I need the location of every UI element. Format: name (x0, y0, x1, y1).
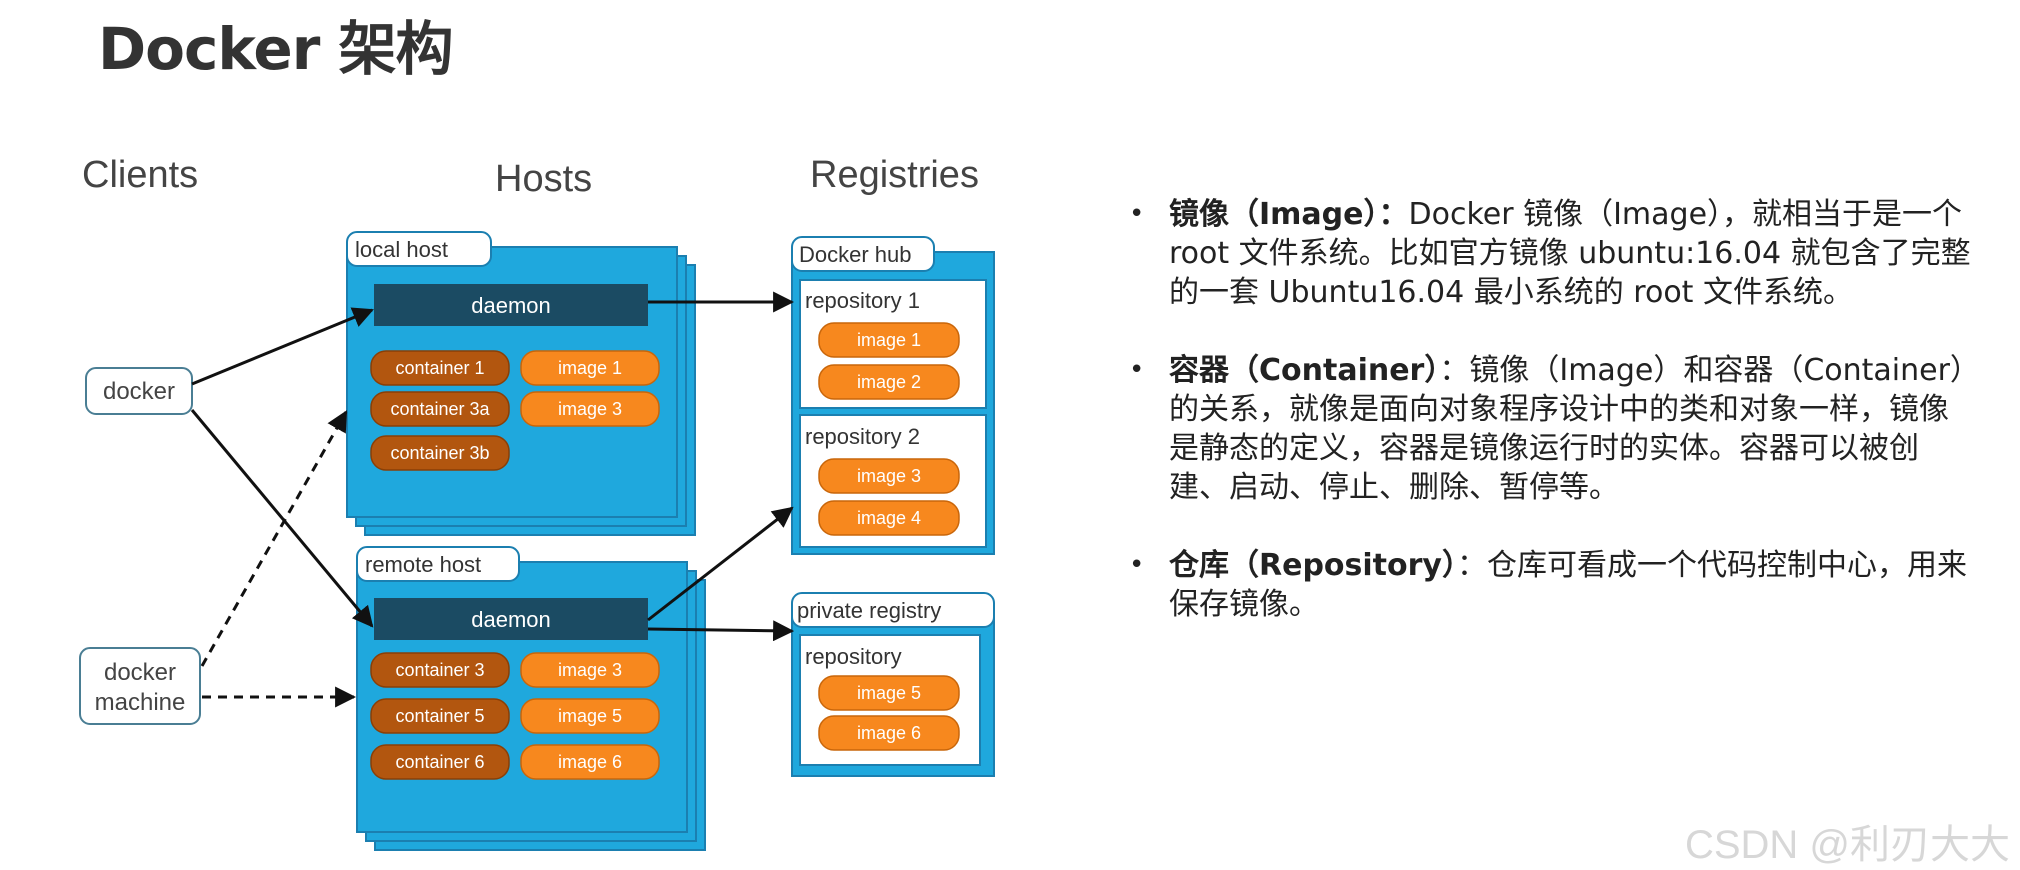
remote-container-6-label: container 6 (395, 752, 484, 772)
arrow-remote-daemon-to-hub (647, 506, 794, 622)
local-image-1-label: image 1 (558, 358, 622, 378)
docker-machine-label-line2: machine (95, 689, 186, 716)
remote-image-6-label: image 6 (558, 752, 622, 772)
arrow-machine-to-local-host (200, 410, 348, 667)
bullet-repository-text: ：仓库可看成一个代码控制中心，用来保存镜像。 (1169, 548, 1967, 622)
docker-client-label: docker (103, 378, 175, 405)
concept-list: • 镜像（Image）：Docker 镜像（Image），就相当于是一个 roo… (1125, 195, 1975, 663)
private-image-6: image 6 (818, 715, 960, 751)
bullet-image: • 镜像（Image）：Docker 镜像（Image），就相当于是一个 roo… (1125, 195, 1975, 312)
hub-image-1-label: image 1 (857, 330, 921, 350)
remote-image-5: image 5 (520, 698, 660, 734)
remote-container-6: container 6 (370, 744, 510, 780)
remote-host-tab (356, 546, 520, 582)
arrow-docker-to-local-daemon (191, 307, 374, 386)
bullet-image-text: Docker 镜像（Image），就相当于是一个 root 文件系统。比如官方镜… (1169, 197, 1971, 310)
hub-image-2: image 2 (818, 364, 960, 400)
private-image-5-label: image 5 (857, 683, 921, 703)
repository-2-label: repository 2 (805, 424, 920, 449)
docker-hub-label: Docker hub (799, 242, 912, 267)
docker-machine-client: docker machine (79, 647, 201, 725)
private-registry-tab (791, 592, 995, 628)
private-image-5: image 5 (818, 675, 960, 711)
hub-image-3-label: image 3 (857, 466, 921, 486)
private-image-6-label: image 6 (857, 723, 921, 743)
docker-architecture-diagram: Clients Hosts Registries local host daem… (79, 154, 995, 851)
remote-image-5-label: image 5 (558, 706, 622, 726)
bullet-repository: • 仓库（Repository）：仓库可看成一个代码控制中心，用来保存镜像。 (1125, 546, 1975, 624)
bullet-dot: • (1129, 199, 1145, 229)
remote-daemon-label: daemon (471, 607, 551, 632)
bullet-container-term: 容器（Container） (1169, 353, 1440, 388)
local-container-1-label: container 1 (395, 358, 484, 378)
remote-image-6: image 6 (520, 744, 660, 780)
connection-arrows (190, 291, 795, 708)
hub-image-2-label: image 2 (857, 372, 921, 392)
arrow-docker-to-remote-daemon (190, 409, 374, 628)
docker-client: docker (85, 367, 193, 415)
local-container-3b: container 3b (370, 435, 510, 471)
local-container-3b-label: container 3b (390, 443, 489, 463)
registries-heading: Registries (810, 154, 979, 196)
local-container-1: container 1 (370, 350, 510, 386)
local-container-3a: container 3a (370, 391, 510, 427)
private-repository-label: repository (805, 644, 902, 669)
local-image-3: image 3 (520, 391, 660, 427)
remote-container-3-label: container 3 (395, 660, 484, 680)
hub-image-4-label: image 4 (857, 508, 921, 528)
local-daemon-label: daemon (471, 293, 551, 318)
docker-machine-label-line1: docker (104, 659, 176, 686)
local-container-3a-label: container 3a (390, 399, 490, 419)
repository-1-label: repository 1 (805, 288, 920, 313)
remote-daemon-bar (374, 598, 648, 640)
hub-image-3: image 3 (818, 458, 960, 494)
hub-image-4: image 4 (818, 500, 960, 536)
local-image-1: image 1 (520, 350, 660, 386)
local-host-tab (346, 231, 492, 267)
page-title: Docker 架构 (98, 15, 454, 83)
bullet-container: • 容器（Container）：镜像（Image）和容器（Container）的… (1125, 351, 1975, 507)
csdn-watermark: CSDN @利刃大大 (1684, 823, 2010, 867)
bullet-dot: • (1129, 355, 1145, 385)
bullet-image-term: 镜像（Image）： (1169, 197, 1409, 232)
remote-container-5-label: container 5 (395, 706, 484, 726)
remote-image-3-label: image 3 (558, 660, 622, 680)
docker-hub-tab (791, 236, 935, 272)
local-daemon-bar (374, 284, 648, 326)
bullet-dot: • (1129, 550, 1145, 580)
bullet-repository-term: 仓库（Repository） (1169, 548, 1457, 583)
remote-host-label: remote host (365, 552, 481, 577)
remote-container-5: container 5 (370, 698, 510, 734)
remote-container-3: container 3 (370, 652, 510, 688)
bullet-container-text: ：镜像（Image）和容器（Container）的关系，就像是面向对象程序设计中… (1169, 353, 1965, 505)
private-registry-label: private registry (797, 598, 941, 623)
local-image-3-label: image 3 (558, 399, 622, 419)
local-host-label: local host (355, 237, 448, 262)
arrow-remote-daemon-to-private (647, 620, 795, 642)
hosts-heading: Hosts (495, 158, 592, 200)
hub-image-1: image 1 (818, 322, 960, 358)
clients-heading: Clients (82, 154, 198, 196)
remote-image-3: image 3 (520, 652, 660, 688)
